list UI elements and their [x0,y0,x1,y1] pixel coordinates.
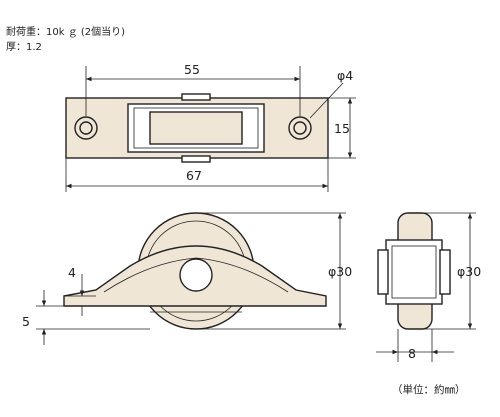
hole-pitch-label: 55 [184,62,200,77]
unit-note: （単位：約㎜） [392,383,466,396]
axle [179,258,213,292]
plate-length-label: 67 [186,168,202,183]
top-view: 55 φ4 15 67 [65,62,356,192]
thickness-spec: 厚：1.2 [6,41,42,53]
front-height-label: φ30 [328,264,352,279]
side-bracket [385,239,443,305]
left-hole [74,116,98,140]
plate-height-label: 15 [334,121,350,136]
hole-dia-label: φ4 [337,68,353,83]
front-view: φ30 4 5 [22,212,352,345]
right-hole [288,116,312,140]
wheel-top [149,111,243,145]
base-height-label: 5 [22,314,30,329]
hole-leader [309,82,344,119]
mount-thickness-label: 4 [68,265,76,280]
side-view: φ30 8 [376,212,481,362]
side-width-label: 8 [408,346,416,361]
load-spec: 耐荷重：10k ｇ (2個当り) [6,25,125,38]
side-height-label: φ30 [457,264,481,279]
